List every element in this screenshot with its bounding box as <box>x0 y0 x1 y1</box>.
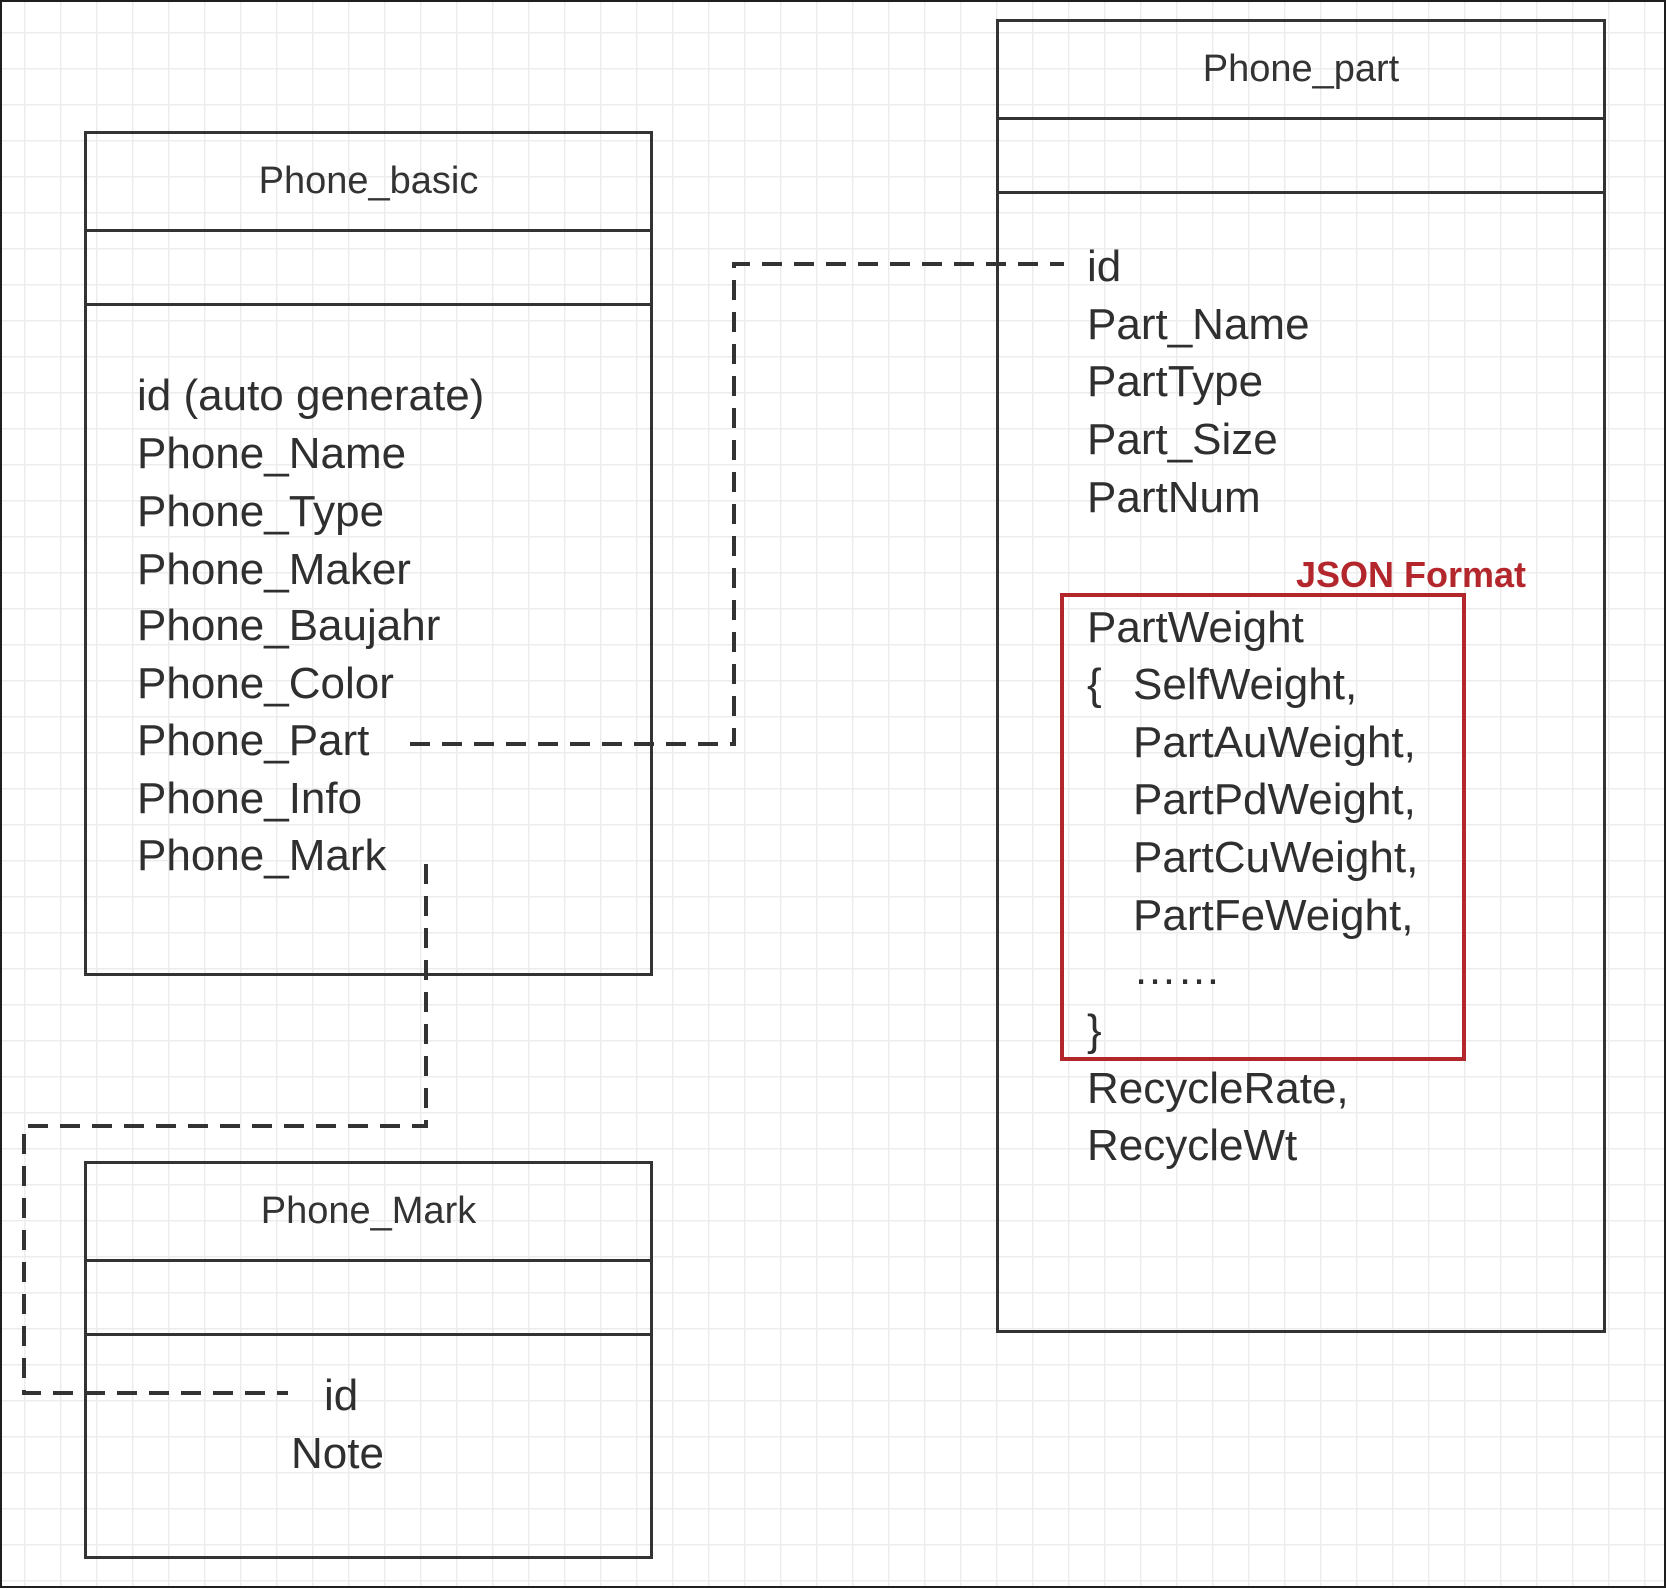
field-phone-mark: Phone_Mark <box>137 831 387 880</box>
field-part-name: Part_Name <box>1087 300 1310 349</box>
json-open-brace: { <box>1087 660 1102 709</box>
json-close-brace: } <box>1087 1006 1102 1055</box>
field-recycle-rate: RecycleRate, <box>1087 1064 1349 1113</box>
field-part-weight: PartWeight <box>1087 603 1304 652</box>
field-part-type: PartType <box>1087 357 1264 406</box>
field-part-id: id <box>1087 242 1122 291</box>
field-part-fe-weight: PartFeWeight, <box>1133 891 1414 940</box>
field-part-pd-weight: PartPdWeight, <box>1133 775 1416 824</box>
field-mark-id: id <box>324 1371 359 1420</box>
entity-methods-phone-basic <box>87 232 650 306</box>
field-phone-color: Phone_Color <box>137 659 394 708</box>
entity-phone-mark: Phone_Mark id Note <box>84 1161 653 1559</box>
json-format-box <box>1060 593 1466 1061</box>
entity-phone-part: Phone_part id Part_Name PartType Part_Si… <box>996 19 1606 1333</box>
field-mark-note: Note <box>291 1429 384 1478</box>
entity-phone-basic: Phone_basic id (auto generate) Phone_Nam… <box>84 131 653 976</box>
field-phone-name: Phone_Name <box>137 429 407 478</box>
field-phone-maker: Phone_Maker <box>137 545 411 594</box>
entity-title-phone-mark: Phone_Mark <box>87 1164 650 1262</box>
field-part-cu-weight: PartCuWeight, <box>1133 833 1419 882</box>
entity-title-phone-basic: Phone_basic <box>87 134 650 232</box>
field-recycle-wt: RecycleWt <box>1087 1121 1298 1170</box>
field-phone-part: Phone_Part <box>137 716 370 765</box>
field-part-au-weight: PartAuWeight, <box>1133 718 1416 767</box>
json-ellipsis: …… <box>1133 945 1221 994</box>
field-id: id (auto generate) <box>137 371 485 420</box>
field-phone-baujahr: Phone_Baujahr <box>137 601 441 650</box>
field-self-weight: SelfWeight, <box>1133 660 1358 709</box>
field-phone-type: Phone_Type <box>137 487 385 536</box>
entity-title-phone-part: Phone_part <box>999 22 1603 120</box>
field-part-size: Part_Size <box>1087 415 1278 464</box>
field-part-num: PartNum <box>1087 473 1261 522</box>
entity-methods-phone-mark <box>87 1262 650 1336</box>
field-phone-info: Phone_Info <box>137 774 363 823</box>
entity-methods-phone-part <box>999 120 1603 194</box>
json-format-label: JSON Format <box>1296 554 1527 595</box>
